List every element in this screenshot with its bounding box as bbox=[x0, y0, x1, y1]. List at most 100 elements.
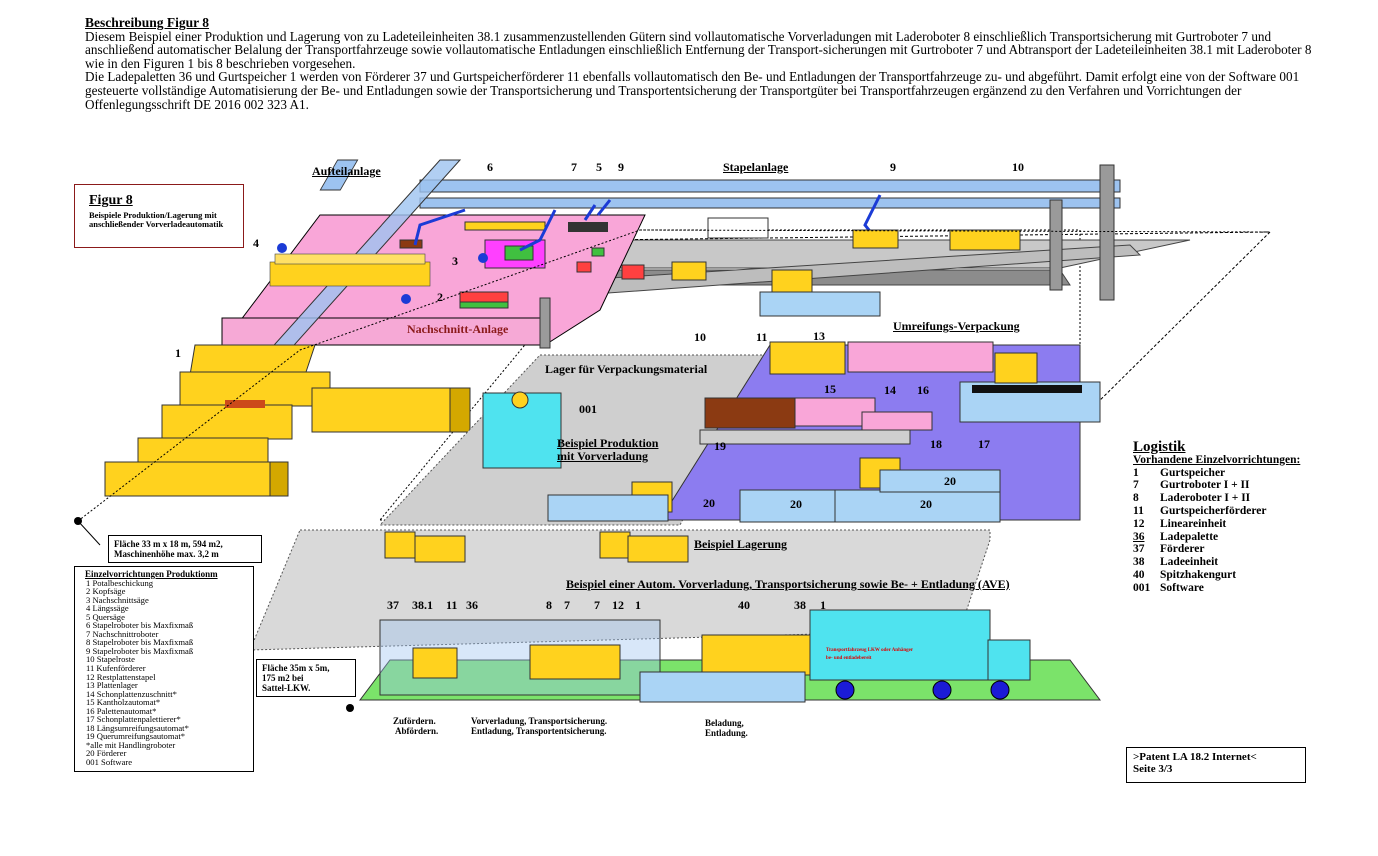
label-abfoerdern: Abfördern. bbox=[395, 726, 438, 736]
callout-number: 19 bbox=[714, 439, 726, 454]
label-nachschnitt: Nachschnitt-Anlage bbox=[407, 322, 508, 337]
logistik-item-label: Gurtspeicherförderer bbox=[1160, 505, 1266, 517]
logistik-item: 11Gurtspeicherförderer bbox=[1133, 505, 1300, 518]
figure-title: Figur 8 bbox=[89, 193, 133, 209]
callout-number: 10 bbox=[1012, 160, 1024, 175]
logistik-item: 8Laderoboter I + II bbox=[1133, 492, 1300, 505]
logistik-item: 7Gurtroboter I + II bbox=[1133, 479, 1300, 492]
logistik-item-label: Ladepalette bbox=[1160, 531, 1218, 543]
area-note-line: Maschinenhöhe max. 3,2 m bbox=[114, 549, 256, 559]
area-note-1: Fläche 33 m x 18 m, 594 m2, Maschinenhöh… bbox=[108, 535, 262, 563]
callout-number: 37 bbox=[387, 598, 399, 613]
label-umreifung: Umreifungs-Verpackung bbox=[893, 319, 1020, 334]
logistik-title: Logistik bbox=[1133, 441, 1300, 454]
logistik-item-number: 11 bbox=[1133, 505, 1160, 518]
production-list-item: 001 Software bbox=[86, 758, 253, 767]
label-truck-2: be- und entladebereit bbox=[826, 656, 871, 661]
logistik-item: 1Gurtspeicher bbox=[1133, 467, 1300, 480]
logistik-item-number: 36 bbox=[1133, 531, 1160, 544]
callout-number: 38 bbox=[794, 598, 806, 613]
logistik-item-number: 38 bbox=[1133, 556, 1160, 569]
callout-number: 3 bbox=[452, 254, 458, 269]
callout-number: 5 bbox=[596, 160, 602, 175]
conveyor-11 bbox=[760, 292, 880, 316]
logistik-item-number: 40 bbox=[1133, 569, 1160, 582]
callout-number: 1 bbox=[820, 598, 826, 613]
callout-number: 13 bbox=[813, 329, 825, 344]
area-note-line: Fläche 33 m x 18 m, 594 m2, bbox=[114, 539, 256, 549]
logistik-item-number: 1 bbox=[1133, 467, 1160, 480]
truck-cab bbox=[988, 640, 1030, 680]
area-note-line: Fläche 35m x 5m, bbox=[262, 663, 350, 673]
logistik-subtitle: Vorhandene Einzelvorrichtungen: bbox=[1133, 454, 1300, 467]
logistik-item-number: 8 bbox=[1133, 492, 1160, 505]
callout-number: 7 bbox=[564, 598, 570, 613]
callout-number: 11 bbox=[756, 330, 767, 345]
patent-line: >Patent LA 18.2 Internet< bbox=[1133, 751, 1299, 763]
logistik-item-label: Förderer bbox=[1160, 543, 1204, 555]
callout-number: 20 bbox=[790, 497, 802, 512]
logistik-item-label: Software bbox=[1160, 582, 1204, 594]
callout-number: 20 bbox=[703, 496, 715, 511]
truck-trailer bbox=[810, 610, 990, 680]
label-vorverladung: Vorverladung, Transportsicherung. bbox=[471, 716, 607, 726]
area-note-line: Sattel-LKW. bbox=[262, 683, 350, 693]
callout-number: 7 bbox=[594, 598, 600, 613]
logistik-item: 12Lineareinheit bbox=[1133, 518, 1300, 531]
label-entladung: Entladung, Transportentsicherung. bbox=[471, 726, 606, 736]
callout-number: 4 bbox=[253, 236, 259, 251]
callout-number: 9 bbox=[618, 160, 624, 175]
callout-number: 38.1 bbox=[412, 598, 433, 613]
callout-number: 2 bbox=[437, 290, 443, 305]
production-device-list: Einzelvorrichtungen Produktionm 1 Potalb… bbox=[74, 566, 254, 772]
callout-number: 20 bbox=[920, 497, 932, 512]
label-entladung-2: Entladung. bbox=[705, 728, 748, 738]
label-zufoerdern: Zufördern. bbox=[393, 716, 436, 726]
logistik-item-number: 7 bbox=[1133, 479, 1160, 492]
logistik-item: 37Förderer bbox=[1133, 543, 1300, 556]
label-truck: Transportfahrzeug LKW oder Anhänger bbox=[826, 648, 913, 653]
label-lager: Lager für Verpackungsmaterial bbox=[545, 362, 707, 377]
logistik-item-number: 37 bbox=[1133, 543, 1160, 556]
callout-number: 11 bbox=[446, 598, 457, 613]
label-aufteilanlage: Aufteilanlage bbox=[312, 164, 381, 179]
label-produktion-2: mit Vorverladung bbox=[557, 449, 648, 464]
patent-line: Seite 3/3 bbox=[1133, 763, 1299, 775]
callout-number: 18 bbox=[930, 437, 942, 452]
callout-number: 15 bbox=[824, 382, 836, 397]
logistik-item-label: Lineareinheit bbox=[1160, 518, 1226, 530]
logistik-item: 001Software bbox=[1133, 582, 1300, 595]
logistik-item: 36Ladepalette bbox=[1133, 531, 1300, 544]
callout-number: 40 bbox=[738, 598, 750, 613]
saw-yellow-grid bbox=[270, 254, 430, 286]
callout-number: 001 bbox=[579, 402, 597, 417]
callout-number: 9 bbox=[890, 160, 896, 175]
figure-title-box: Figur 8 Beispiele Produktion/Lagerung mi… bbox=[74, 184, 244, 248]
callout-number: 6 bbox=[487, 160, 493, 175]
callout-number: 10 bbox=[694, 330, 706, 345]
logistik-item-number: 12 bbox=[1133, 518, 1160, 531]
logistik-item-label: Spitzhakengurt bbox=[1160, 569, 1236, 581]
logistik-legend: Logistik Vorhandene Einzelvorrichtungen:… bbox=[1133, 441, 1300, 595]
callout-number: 7 bbox=[571, 160, 577, 175]
logistik-item-label: Gurtroboter I + II bbox=[1160, 479, 1250, 491]
callout-number: 20 bbox=[944, 474, 956, 489]
logistik-item-number: 001 bbox=[1133, 582, 1160, 595]
stapel-overhead-rail bbox=[420, 180, 1120, 192]
callout-number: 12 bbox=[612, 598, 624, 613]
area-note-line: 175 m2 bei bbox=[262, 673, 350, 683]
callout-number: 16 bbox=[917, 383, 929, 398]
area-note-2: Fläche 35m x 5m, 175 m2 bei Sattel-LKW. bbox=[256, 659, 356, 697]
logistik-item: 38Ladeeinheit bbox=[1133, 556, 1300, 569]
logistik-item-label: Laderoboter I + II bbox=[1160, 492, 1250, 504]
patent-box: >Patent LA 18.2 Internet< Seite 3/3 bbox=[1126, 747, 1306, 783]
callout-number: 36 bbox=[466, 598, 478, 613]
callout-number: 1 bbox=[635, 598, 641, 613]
figure-subtitle: Beispiele Produktion/Lagerung mit anschl… bbox=[89, 211, 239, 229]
callout-number: 17 bbox=[978, 437, 990, 452]
logistik-item-label: Ladeeinheit bbox=[1160, 556, 1218, 568]
logistik-item-label: Gurtspeicher bbox=[1160, 467, 1225, 479]
logistik-item: 40Spitzhakengurt bbox=[1133, 569, 1300, 582]
label-lagerung: Beispiel Lagerung bbox=[694, 537, 787, 552]
callout-number: 14 bbox=[884, 383, 896, 398]
